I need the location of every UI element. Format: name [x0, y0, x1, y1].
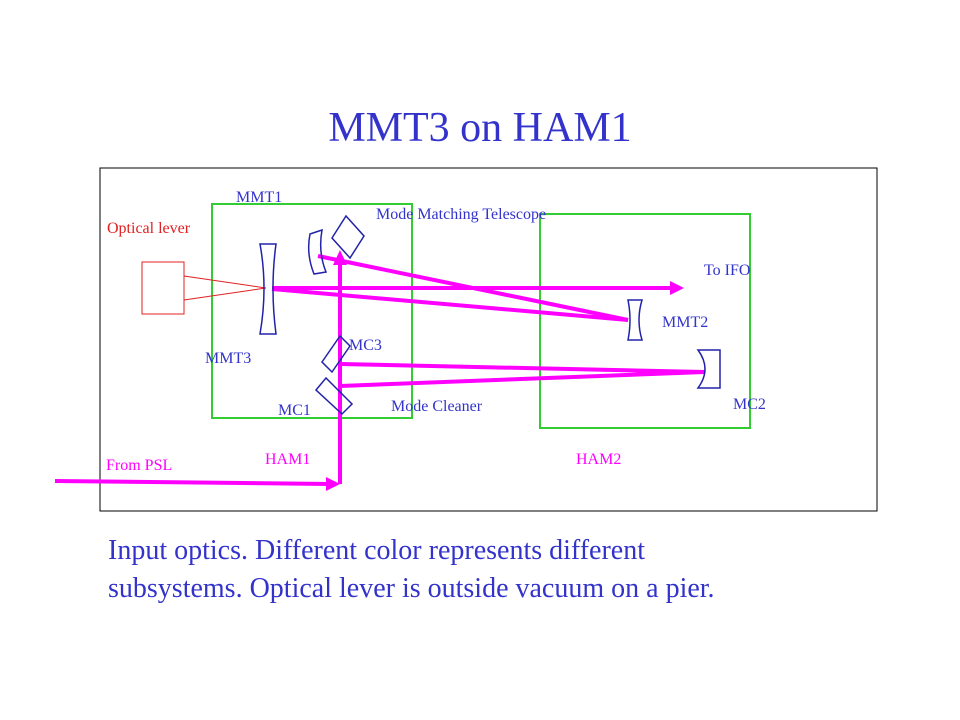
label-mmt2: MMT2	[662, 314, 709, 331]
optical-lever-box	[141, 261, 185, 315]
caption-line-2: subsystems. Optical lever is outside vac…	[108, 573, 715, 604]
mmt2-mirror	[627, 299, 644, 341]
arrowhead-psl	[326, 477, 340, 491]
label-mode-matching-telescope: Mode Matching Telescope	[376, 206, 547, 223]
arrowhead-up	[333, 250, 347, 265]
arrowhead-ifo	[670, 281, 684, 295]
ham2-chamber	[539, 213, 751, 429]
label-mc3: MC3	[349, 337, 382, 354]
label-ham1: HAM1	[265, 451, 311, 468]
mc1-mirror	[314, 376, 354, 416]
optical-lever-ray-top	[183, 275, 267, 289]
beam-mmt3-to-mmt2	[271, 287, 629, 322]
label-mmt3: MMT3	[205, 350, 252, 367]
caption-line-1: Input optics. Different color represents…	[108, 535, 646, 566]
mmt1-mirror	[307, 228, 328, 275]
optical-lever-ray-bottom	[183, 287, 267, 301]
ham1-chamber	[211, 203, 413, 419]
outer-frame	[99, 167, 878, 512]
label-from-psl: From PSL	[106, 457, 173, 474]
label-optical-lever: Optical lever	[107, 220, 191, 237]
page-title: MMT3 on HAM1	[328, 105, 632, 151]
optics	[259, 214, 721, 416]
label-mmt1: MMT1	[236, 189, 283, 206]
mmt1-mount	[331, 214, 365, 260]
label-to-ifo: To IFO	[704, 262, 751, 279]
label-mc1: MC1	[278, 402, 311, 419]
beam-from-psl	[54, 479, 331, 486]
caption: Input optics. Different color represents…	[108, 532, 908, 608]
beam-mc-to-mc2-upper	[339, 362, 706, 374]
mmt3-mirror	[259, 243, 277, 335]
beam-arrowheads	[326, 250, 684, 491]
label-mc2: MC2	[733, 396, 766, 413]
label-mode-cleaner: Mode Cleaner	[391, 398, 483, 415]
mc2-mirror	[696, 349, 721, 389]
mc3-mirror	[321, 334, 351, 374]
beam-paths	[54, 254, 706, 486]
label-ham2: HAM2	[576, 451, 622, 468]
beam-mc-to-mc2-lower	[339, 370, 706, 388]
